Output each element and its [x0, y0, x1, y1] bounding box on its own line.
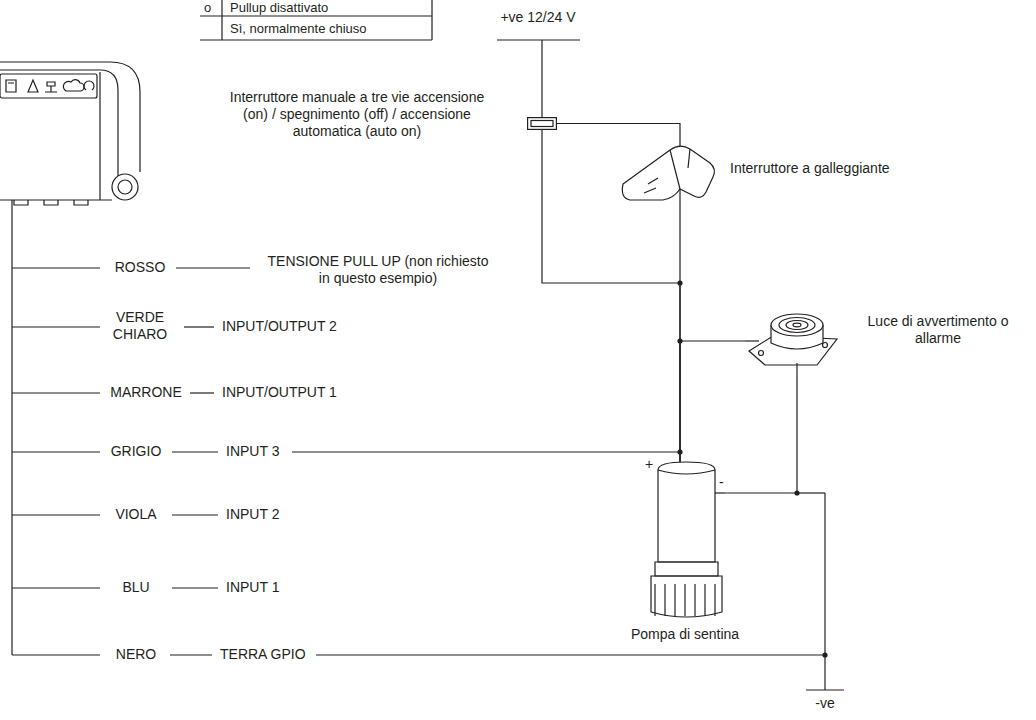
signal-name: INPUT 1: [226, 579, 279, 596]
wire-connector: [680, 341, 745, 462]
signal-name: TENSIONE PULL UP (non richiesto in quest…: [262, 253, 494, 287]
wire-colour: GRIGIO: [111, 443, 162, 460]
table-cell: Pullup disattivato: [230, 0, 328, 15]
pump-symbol: [645, 462, 725, 620]
wire-lines: [12, 268, 825, 655]
component-label: -: [719, 474, 724, 491]
bilge-pump: +-Pompa di sentina: [645, 462, 725, 620]
wire-colour: MARRONE: [110, 384, 182, 401]
table-cell: o: [204, 0, 211, 15]
manual-switch: Interruttore manuale a tre vie accension…: [527, 117, 557, 130]
table-cell: Sì, normalmente chiuso: [230, 21, 367, 36]
component-label: Interruttore manuale a tre vie accension…: [222, 89, 492, 140]
wire-connector: [557, 124, 680, 139]
signal-name: INPUT/OUTPUT 1: [222, 384, 337, 401]
wire-colour: NERO: [116, 646, 156, 663]
float-switch: Interruttore a galleggiante: [618, 138, 718, 208]
signal-name: INPUT 3: [226, 443, 279, 460]
wire-colour: VIOLA: [115, 506, 156, 523]
component-label: +: [645, 456, 653, 473]
device-housing: [0, 62, 140, 205]
settings-table: [200, 0, 432, 40]
supply-label: +ve 12/24 V: [500, 9, 575, 26]
signal-name: TERRA GPIO: [220, 646, 306, 663]
ground-label: -ve: [815, 695, 834, 712]
signal-name: INPUT/OUTPUT 2: [222, 318, 337, 335]
warning-light: Luce di avvertimento o allarme: [745, 303, 840, 375]
supply-wiring: [497, 40, 844, 690]
rocker-switch-symbol: [527, 117, 557, 130]
signal-name: INPUT 2: [226, 506, 279, 523]
component-label: Luce di avvertimento o allarme: [863, 313, 1013, 347]
wire-connector: [725, 375, 797, 493]
buzzer-symbol: [745, 303, 840, 375]
wire-colour: ROSSO: [115, 259, 166, 276]
wire-colour: VERDE CHIARO: [105, 309, 175, 343]
float-switch-symbol: [618, 138, 718, 208]
component-label: Interruttore a galleggiante: [730, 160, 890, 177]
wire-colour: BLU: [122, 579, 149, 596]
component-label: Pompa di sentina: [631, 626, 739, 643]
